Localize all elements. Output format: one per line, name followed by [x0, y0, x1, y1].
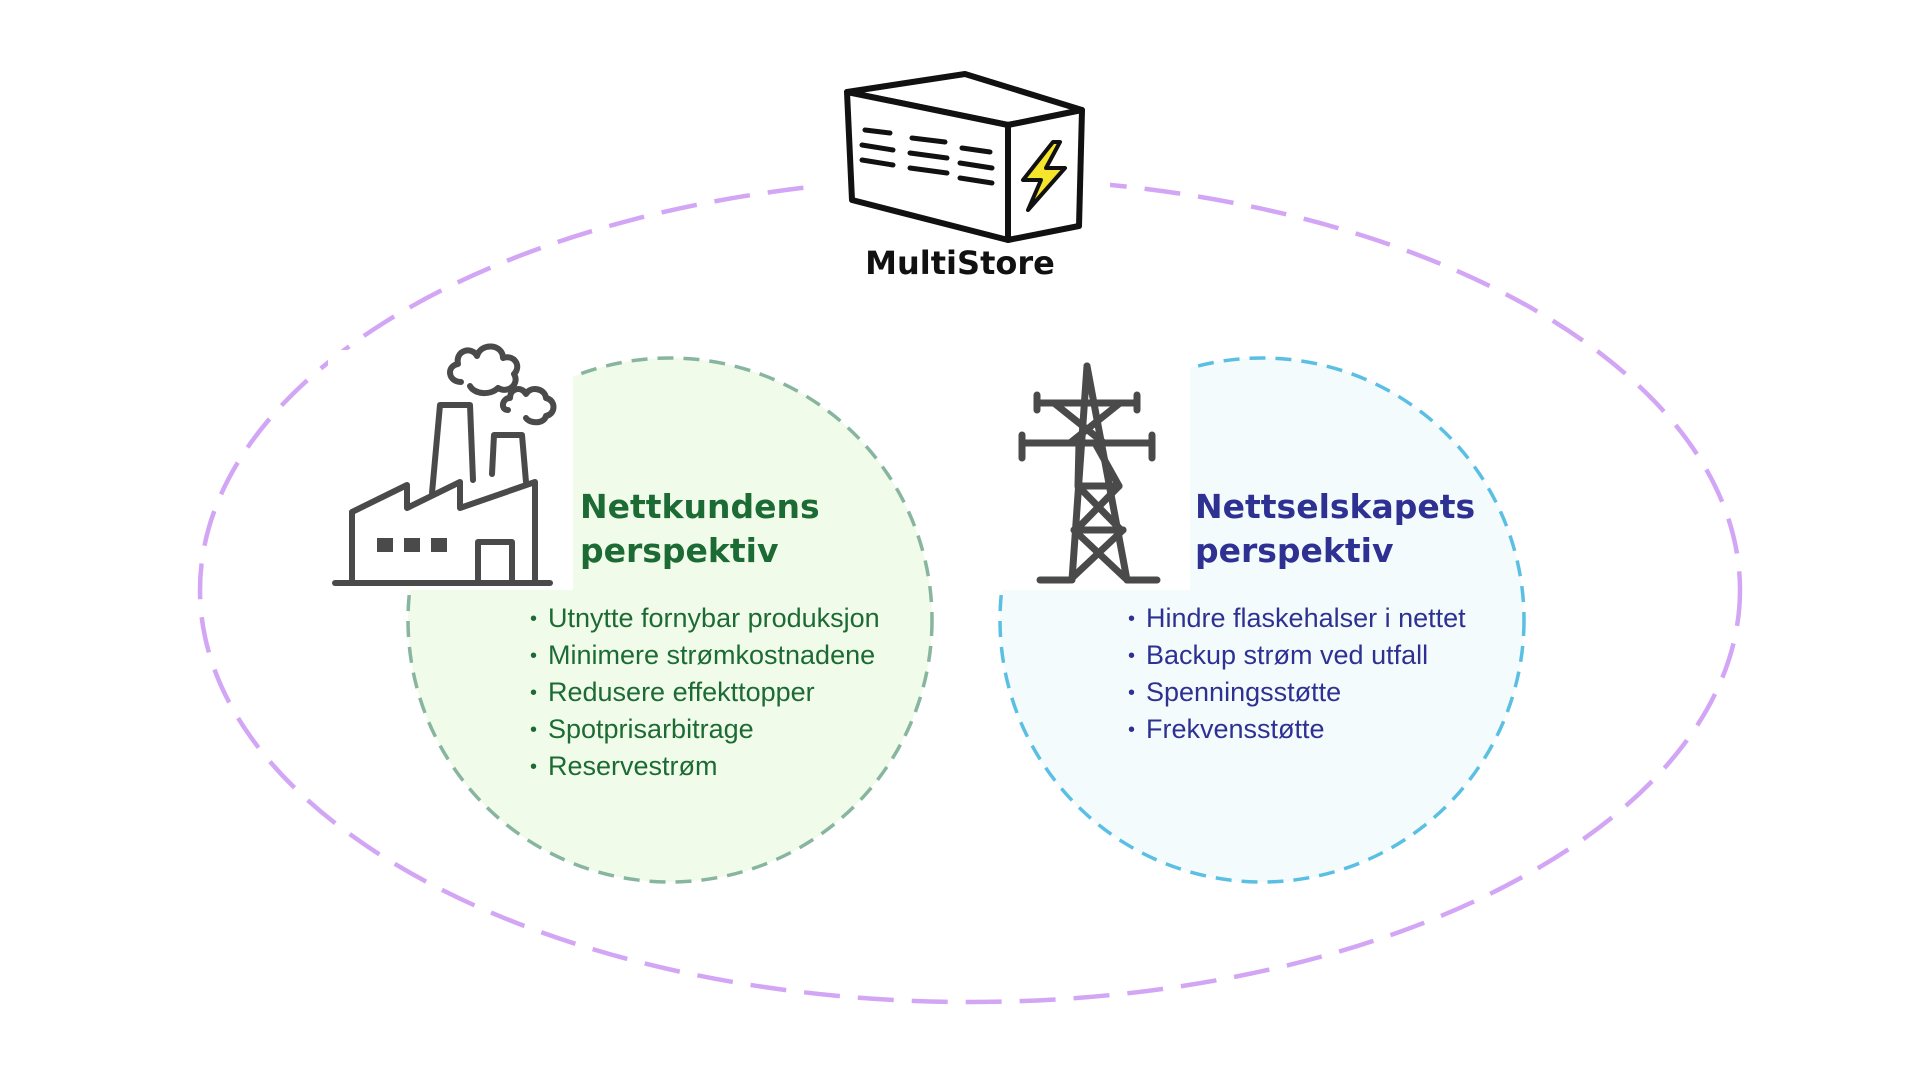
list-item: Redusere effekttopper [530, 674, 880, 711]
grid-perspective-heading: Nettselskapets perspektiv [1195, 485, 1475, 573]
lightning-bolt-icon [1021, 140, 1067, 212]
grid-heading-line1: Nettselskapets [1195, 487, 1476, 526]
list-item: Minimere strømkostnadene [530, 637, 880, 674]
list-item: Spenningsstøtte [1128, 674, 1466, 711]
grid-benefit-list: Hindre flaskehalser i nettet Backup strø… [1128, 600, 1466, 748]
list-item: Utnytte fornybar produksjon [530, 600, 880, 637]
power-pylon-icon [1018, 362, 1161, 584]
outer-ellipse [197, 175, 1743, 1005]
list-item: Reservestrøm [530, 748, 880, 785]
factory-windows [377, 538, 447, 552]
list-item: Backup strøm ved utfall [1128, 637, 1466, 674]
list-item: Spotprisarbitrage [530, 711, 880, 748]
grid-heading-line2: perspektiv [1195, 531, 1394, 570]
factory-icon [332, 343, 557, 586]
list-item: Hindre flaskehalser i nettet [1128, 600, 1466, 637]
customer-heading-line2: perspektiv [580, 531, 779, 570]
battery-container-icon [844, 71, 1085, 243]
diagram-title: MultiStore [865, 244, 1055, 282]
customer-perspective-heading: Nettkundens perspektiv [580, 485, 820, 573]
customer-benefit-list: Utnytte fornybar produksjon Minimere str… [530, 600, 880, 785]
customer-heading-line1: Nettkundens [580, 487, 820, 526]
list-item: Frekvensstøtte [1128, 711, 1466, 748]
